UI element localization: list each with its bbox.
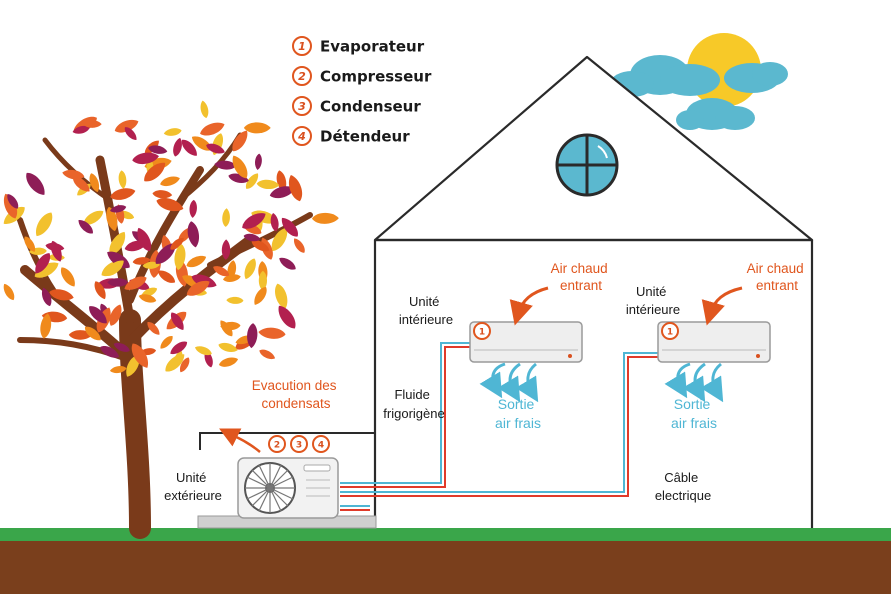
legend-label: Evaporateur — [320, 38, 425, 56]
badge-2: 2 — [274, 441, 280, 451]
svg-text:1: 1 — [298, 40, 306, 53]
label-outdoor-unit: Unité extérieure — [164, 470, 222, 503]
label-cable: Câble electrique — [655, 470, 711, 503]
tree-leaf — [22, 169, 49, 199]
tree-leaf — [217, 355, 240, 369]
label-indoor-unit-1: Unité intérieure — [399, 294, 453, 327]
tree-leaf — [257, 326, 287, 340]
legend-item-3: 3 Condenseur — [292, 96, 421, 116]
tree-leaf — [163, 126, 183, 138]
condensate-arrow — [219, 428, 261, 453]
window-icon — [555, 133, 619, 197]
indoor-unit-2: 1 — [657, 321, 771, 363]
badge-3: 3 — [296, 441, 302, 451]
label-hot-air-1: Air chaud entrant — [551, 261, 612, 293]
tree-leaf — [158, 174, 182, 189]
legend-item-2: 2 Compresseur — [292, 66, 432, 86]
tree-leaf — [256, 178, 280, 190]
tree-leaf — [57, 264, 79, 290]
legend-label: Détendeur — [320, 128, 410, 146]
tree-leaf — [241, 256, 259, 281]
label-indoor-unit-2: Unité intérieure — [626, 284, 680, 317]
label-cool-air-1: Sortie air frais — [495, 396, 541, 431]
refrigerant-pipes — [340, 342, 660, 511]
legend-label: Compresseur — [320, 68, 432, 86]
tree-leaf — [0, 281, 17, 303]
legend-item-4: 4 Détendeur — [292, 126, 410, 146]
cool-air-arrows-2 — [664, 362, 724, 403]
soil — [0, 540, 891, 594]
svg-text:2: 2 — [298, 70, 306, 83]
legend-label: Condenseur — [320, 98, 421, 116]
tree-leaf — [311, 212, 339, 225]
cloud-icon — [610, 55, 788, 130]
outdoor-unit — [197, 432, 377, 529]
tree-leaf — [274, 302, 300, 332]
outdoor-badges: 2 3 4 — [268, 435, 330, 453]
cool-air-arrows-1 — [479, 362, 539, 403]
grass — [0, 528, 891, 541]
badge-1-unit-1: 1 — [479, 328, 485, 338]
svg-text:3: 3 — [298, 100, 306, 113]
tree-leaf — [185, 220, 202, 249]
indoor-unit-1: 1 — [469, 321, 583, 363]
tree-leaf — [221, 208, 231, 228]
tree-trunk — [17, 132, 313, 539]
badge-1-unit-2: 1 — [667, 328, 673, 338]
tree-leaf — [243, 122, 271, 134]
tree-leaf — [251, 284, 270, 308]
tree-leaf — [152, 189, 173, 200]
svg-text:4: 4 — [297, 130, 306, 143]
tree-leaf — [254, 153, 263, 171]
tree-leaf — [226, 296, 244, 305]
tree-leaf — [31, 209, 57, 240]
label-cool-air-2: Sortie air frais — [671, 396, 717, 431]
hot-air-arrow-2 — [701, 286, 743, 326]
label-condensate: Evacution des condensats — [252, 378, 341, 411]
tree-leaf — [277, 254, 298, 273]
tree-leaves — [0, 99, 339, 380]
label-hot-air-2: Air chaud entrant — [747, 261, 808, 293]
tree-leaf — [117, 170, 128, 190]
hot-air-arrow-1 — [509, 286, 549, 326]
tree-leaf — [291, 236, 308, 255]
tree-leaf — [217, 340, 239, 355]
legend: 1 Evaporateur 2 Compresseur 3 Condenseur… — [292, 36, 432, 146]
tree-leaf — [198, 99, 210, 119]
label-refrigerant: Fluide frigorigène — [383, 387, 444, 421]
tree-leaf — [184, 252, 208, 270]
tree-leaf — [257, 347, 277, 362]
fan-icon — [244, 462, 296, 514]
badge-4: 4 — [318, 441, 324, 451]
tree-leaf — [188, 199, 198, 219]
legend-item-1: 1 Evaporateur — [292, 36, 425, 56]
